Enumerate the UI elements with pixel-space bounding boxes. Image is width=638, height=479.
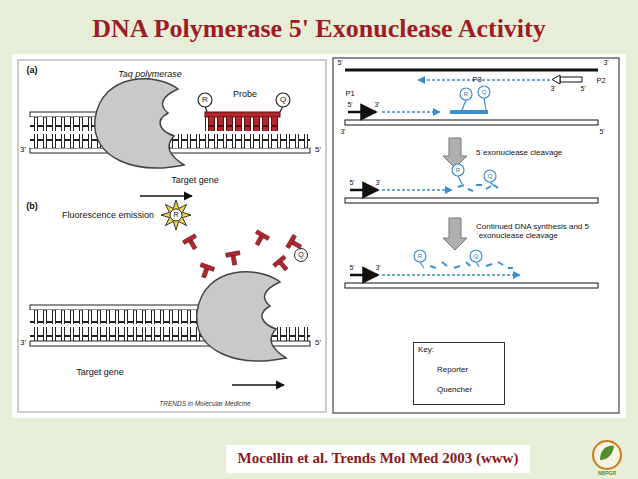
probe-fragment [273, 255, 292, 274]
quencher-dye [470, 250, 482, 262]
target-strand [345, 69, 598, 72]
dye-letter: R [202, 95, 208, 104]
dye-letter: R [456, 167, 460, 174]
legend-text: Quencher [437, 385, 472, 394]
dye-letter: Q [482, 89, 487, 96]
reporter-dye [414, 250, 426, 262]
left-panel [18, 60, 326, 412]
probe-fragment [197, 263, 215, 280]
reverse-primer-head [552, 75, 560, 84]
probe-bases [205, 117, 280, 131]
strand-end: 5' [349, 264, 354, 272]
probe-strand [450, 110, 488, 114]
dye-link [484, 98, 486, 110]
dye-letter: Q [280, 95, 286, 104]
extension [382, 189, 452, 190]
strand-end: 5' [315, 338, 321, 347]
step-label: 5´exonuclease cleavage [476, 148, 562, 157]
step-arrow [443, 138, 467, 168]
reverse-primer [560, 77, 582, 82]
template-strand [345, 198, 598, 203]
taq-polymerase [95, 79, 184, 168]
key-heading: Key: [418, 345, 500, 354]
dye-letter: Q [474, 253, 479, 260]
dye-letter: Q [298, 251, 303, 259]
dye-link [420, 262, 424, 268]
source-note: TRENDS in Molecular Medicine [159, 400, 250, 407]
strand-end: 5' [337, 59, 342, 67]
strand-end: 5' [315, 145, 321, 154]
taq-polymerase [197, 272, 286, 361]
dye-link [476, 262, 479, 267]
caption-box [226, 445, 530, 473]
dye-link [490, 182, 494, 186]
right-panel [333, 58, 619, 413]
probe-strand [205, 112, 280, 117]
strand-end: 3' [603, 59, 608, 67]
panel-letter: (b) [26, 201, 38, 211]
probe-label: Probe [233, 89, 257, 99]
enzyme-label: Taq polymerase [118, 69, 182, 79]
primer-name: P2 [596, 77, 605, 86]
template-strand [345, 120, 598, 125]
emission-label: Fluorescence emission [62, 210, 154, 220]
citation: Mocellin et al. Trends Mol Med 2003 (www… [238, 450, 519, 467]
quencher-dye [276, 93, 290, 107]
content-area [12, 54, 626, 418]
reporter-dye [452, 164, 464, 176]
probe-fragment [226, 251, 242, 266]
reporter-dye [198, 93, 212, 107]
dye-letter: R [464, 91, 468, 98]
strand-end: 3' [374, 101, 379, 109]
strand-end: 5' [599, 128, 604, 136]
forward-primer [350, 274, 378, 277]
logo [593, 441, 621, 469]
strand-end: 3' [375, 264, 380, 272]
extension [418, 79, 550, 80]
probe-fragment [182, 234, 201, 252]
panel-letter: (a) [27, 65, 38, 75]
template-strand [345, 283, 598, 288]
slide-title: DNA Polymerase 5' Exonuclease Activity [92, 14, 546, 44]
logo-leaf [600, 446, 614, 460]
probe-fragments [458, 185, 498, 191]
reporter-dye [460, 88, 472, 100]
strand-end: 5' [349, 179, 354, 187]
direction-arrow [140, 195, 192, 196]
forward-primer [350, 189, 378, 192]
extension [382, 111, 440, 112]
legend-text: Reporter [437, 365, 468, 374]
primer-name: P1 [345, 90, 354, 99]
strand-end: 5' [347, 101, 352, 109]
gene-label: Target gene [76, 367, 124, 377]
dye-link [462, 100, 466, 110]
direction-arrow [232, 384, 284, 385]
strand-end: 3' [20, 338, 26, 347]
reporter-dye [170, 209, 182, 221]
logo-text: NBPGR [598, 471, 616, 477]
gene-label: Target gene [171, 175, 219, 185]
dye-letter: R [418, 253, 422, 260]
quencher-dye [295, 249, 308, 262]
strand-end: 3' [375, 179, 380, 187]
strand-end: 3' [550, 85, 555, 93]
extension [382, 274, 520, 275]
step-label: Continued DNA synthesis and 5´exonucleas… [476, 222, 590, 240]
dye-link [458, 176, 462, 184]
quencher-dye [478, 86, 490, 98]
strand-end: 5' [580, 85, 585, 93]
dye-letter: Q [488, 173, 493, 180]
dye-letter: R [173, 211, 178, 219]
probe-name: P3 [472, 76, 481, 85]
step-arrow [443, 218, 467, 250]
quencher-dye [484, 170, 496, 182]
emission-burst [161, 200, 191, 230]
probe-fragment [251, 230, 270, 248]
strand-end: 3' [340, 128, 345, 136]
forward-primer [348, 111, 376, 114]
probe-fragments [430, 262, 513, 268]
strand-end: 3' [20, 145, 26, 154]
